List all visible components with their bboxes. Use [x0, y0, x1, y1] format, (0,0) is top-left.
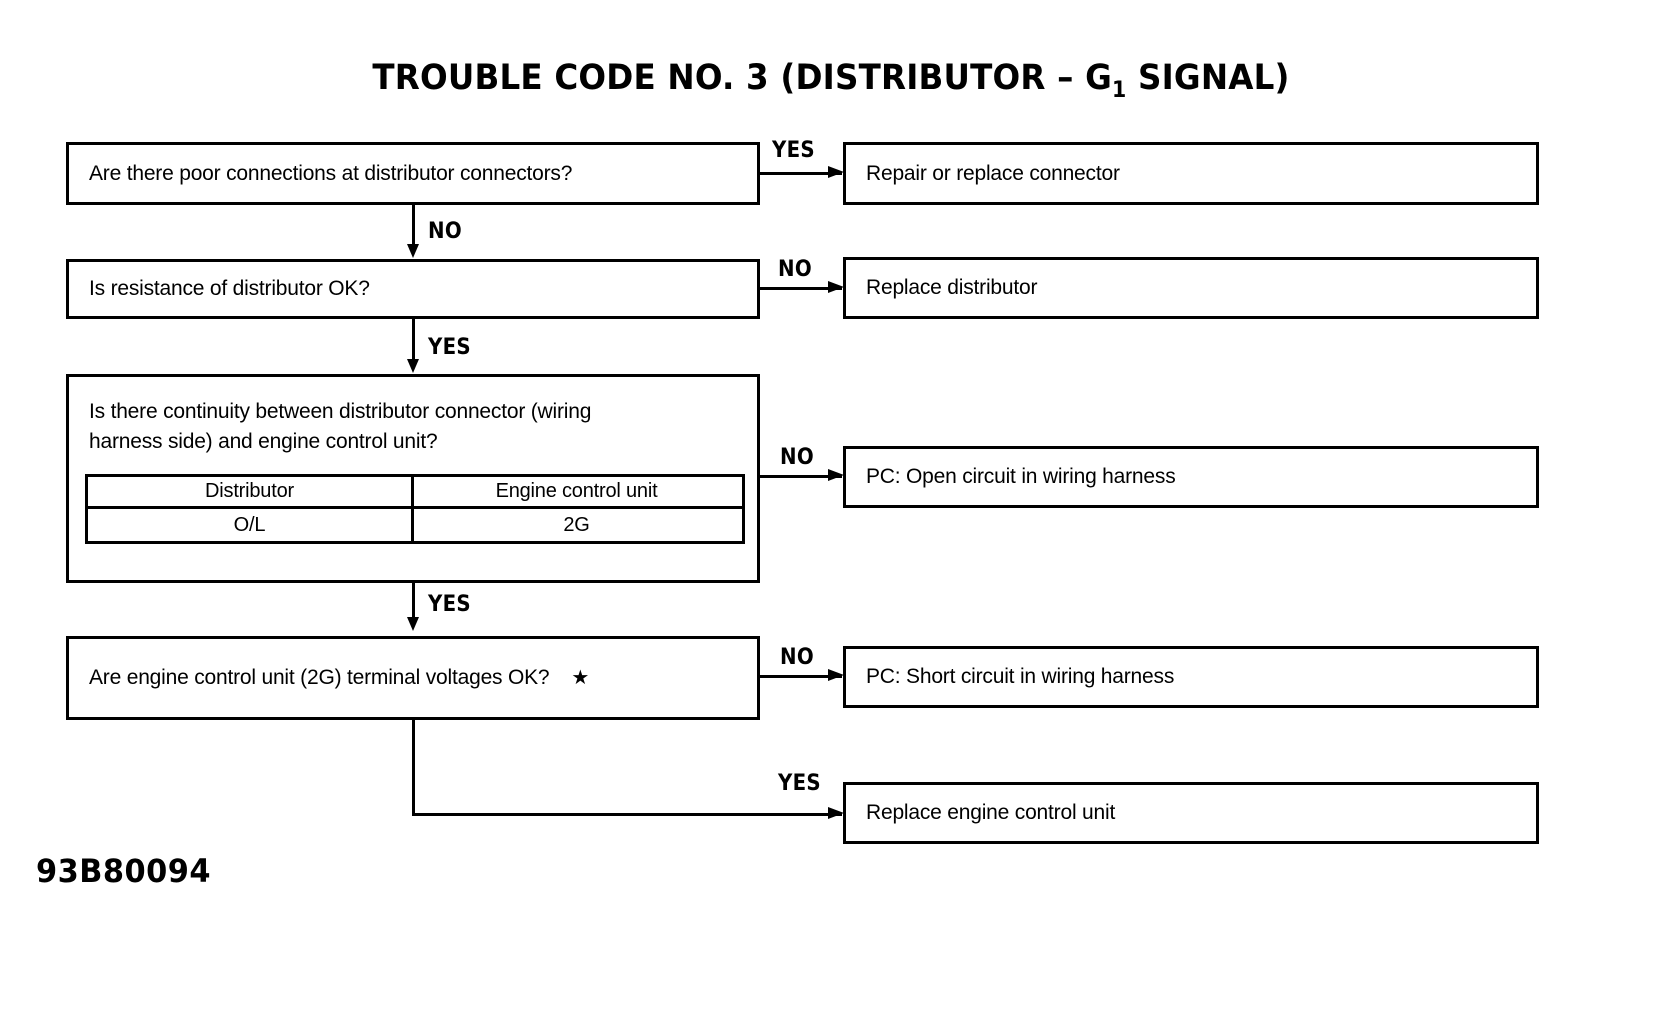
connector-no-open-circuit [760, 475, 842, 478]
arrowhead-yes-to-terminal-voltages [407, 617, 419, 631]
action-text-short-circuit: PC: Short circuit in wiring harness [866, 665, 1175, 688]
star-icon: ★ [571, 667, 590, 689]
page-title-suffix: SIGNAL) [1126, 58, 1290, 98]
arrowhead-yes-replace-ecu [828, 807, 844, 819]
table-header-engine-control-unit: Engine control unit [495, 480, 658, 502]
arrowhead-no-to-resistance [407, 244, 419, 258]
table-row: O/L 2G [88, 509, 742, 541]
action-box-replace-distributor: Replace distributor [843, 257, 1539, 319]
edge-label-no-3: NO [780, 445, 814, 470]
action-text-replace-distributor: Replace distributor [866, 276, 1038, 299]
connector-yes-repair-connector [760, 172, 842, 175]
decision-text-poor-connections: Are there poor connections at distributo… [89, 161, 573, 185]
action-box-repair-connector: Repair or replace connector [843, 142, 1539, 205]
action-text-replace-ecu: Replace engine control unit [866, 801, 1116, 824]
connector-yes-ecu-horizontal [412, 813, 842, 816]
decision-text-continuity-line1: Is there continuity between distributor … [89, 400, 592, 423]
action-text-open-circuit: PC: Open circuit in wiring harness [866, 465, 1176, 488]
decision-text-terminal-voltages: Are engine control unit (2G) terminal vo… [89, 663, 589, 693]
continuity-table: Distributor Engine control unit O/L 2G [85, 474, 745, 544]
arrowhead-yes-to-continuity [407, 359, 419, 373]
edge-label-no-2: NO [778, 257, 812, 282]
decision-text-terminal-voltages-label: Are engine control unit (2G) terminal vo… [89, 666, 550, 689]
edge-label-no-4: NO [780, 645, 814, 670]
decision-box-poor-connections: Are there poor connections at distributo… [66, 142, 760, 205]
edge-label-yes-2: YES [428, 335, 471, 360]
table-header-row: Distributor Engine control unit [88, 477, 742, 509]
table-cell-distributor-value: O/L [88, 509, 414, 541]
action-box-replace-ecu: Replace engine control unit [843, 782, 1539, 844]
action-box-short-circuit: PC: Short circuit in wiring harness [843, 646, 1539, 708]
connector-yes-to-terminal-voltages [412, 583, 415, 621]
edge-label-no-1: NO [428, 219, 462, 244]
arrowhead-no-replace-distributor [828, 281, 844, 293]
page-title: TROUBLE CODE NO. 3 (DISTRIBUTOR – G1 SIG… [58, 58, 1604, 102]
decision-box-resistance-ok: Is resistance of distributor OK? [66, 259, 760, 319]
action-text-repair-connector: Repair or replace connector [866, 161, 1120, 185]
page-title-subscript: 1 [1112, 78, 1127, 103]
figure-code: 93B80094 [36, 852, 212, 890]
edge-label-yes-1: YES [772, 138, 815, 163]
connector-no-to-resistance [412, 205, 415, 247]
arrowhead-yes-repair-connector [828, 166, 844, 178]
table-cell-engine-control-unit-value: 2G [563, 513, 590, 536]
edge-label-yes-4: YES [778, 771, 821, 796]
connector-yes-to-continuity [412, 319, 415, 361]
arrowhead-no-open-circuit [828, 469, 844, 481]
action-box-open-circuit: PC: Open circuit in wiring harness [843, 446, 1539, 508]
connector-no-replace-distributor [760, 287, 842, 290]
table-header-distributor: Distributor [88, 477, 414, 506]
decision-text-continuity-line2: harness side) and engine control unit? [89, 430, 438, 453]
edge-label-yes-3: YES [428, 592, 471, 617]
decision-text-resistance-ok: Is resistance of distributor OK? [89, 277, 370, 300]
page-title-prefix: TROUBLE CODE NO. 3 (DISTRIBUTOR – G [372, 58, 1113, 98]
arrowhead-no-short-circuit [828, 669, 844, 681]
connector-no-short-circuit [760, 675, 842, 678]
connector-yes-ecu-vertical [412, 720, 415, 816]
decision-box-terminal-voltages: Are engine control unit (2G) terminal vo… [66, 636, 760, 720]
